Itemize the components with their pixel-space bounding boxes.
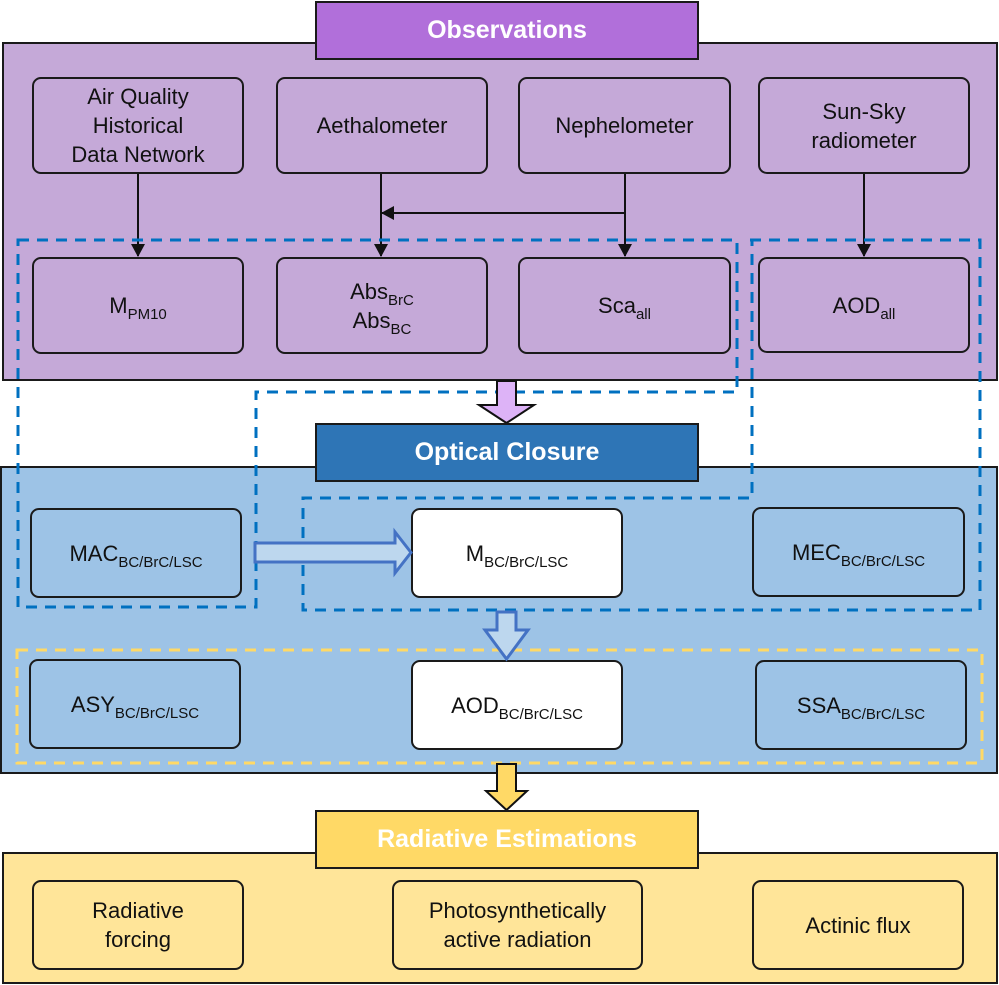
aethalometer-box: Aethalometer (276, 77, 488, 174)
box-label: MACBC/BrC/LSC (69, 540, 203, 571)
box-label-line: AbsBC (352, 307, 412, 338)
box-label-line: Radiative (92, 898, 184, 923)
box-label: AODall (832, 292, 896, 323)
block-arrow-down-yellow (483, 763, 530, 812)
box-label-line: Photosynthetically (428, 898, 607, 923)
box-label: MECBC/BrC/LSC (791, 539, 926, 570)
aod-all-box: AODall (758, 257, 970, 353)
box-label: SSABC/BrC/LSC (796, 692, 926, 723)
dashed-group-yellow (15, 648, 984, 765)
absorption-box: AbsBrC AbsBC (276, 257, 488, 354)
aod-components-box: AODBC/BrC/LSC (411, 660, 623, 750)
radiative-forcing-box: Radiative forcing (32, 880, 244, 970)
box-label: AODBC/BrC/LSC (451, 692, 583, 723)
block-arrow-right-blue (253, 527, 413, 578)
box-label: Scaall (598, 293, 651, 323)
par-box: Photosynthetically active radiation (392, 880, 643, 970)
mec-box: MECBC/BrC/LSC (752, 507, 965, 597)
box-label: MPM10 (109, 293, 167, 323)
mass-components-box: MBC/BrC/LSC (411, 508, 623, 598)
observations-title: Observations (315, 1, 699, 60)
mass-pm10-box: MPM10 (32, 257, 244, 354)
box-label-line: Aethalometer (316, 113, 448, 138)
scattering-box: Scaall (518, 257, 731, 354)
box-label-line: Sun-Sky (822, 98, 906, 124)
box-label-line: active radiation (443, 927, 592, 952)
nephelometer-box: Nephelometer (518, 77, 731, 174)
dashed-group-left (16, 238, 739, 609)
dashed-group-right (301, 238, 982, 612)
box-label-line: Historical (92, 113, 184, 138)
ssa-box: SSABC/BrC/LSC (755, 660, 967, 750)
sun-sky-radiometer-box: Sun-Sky radiometer (758, 77, 970, 174)
block-arrow-down-purple (475, 380, 538, 425)
optical-closure-title: Optical Closure (315, 423, 699, 482)
mac-box: MACBC/BrC/LSC (30, 508, 242, 598)
box-label-line: AbsBrC (350, 278, 414, 309)
box-label-line: Nephelometer (555, 113, 694, 138)
box-label-line: radiometer (811, 127, 917, 153)
box-label-line: Air Quality (87, 84, 189, 109)
asy-box: ASYBC/BrC/LSC (29, 659, 241, 749)
box-label-line: Actinic flux (805, 912, 911, 938)
air-quality-network-box: Air Quality Historical Data Network (32, 77, 244, 174)
actinic-flux-box: Actinic flux (752, 880, 964, 970)
box-label: MBC/BrC/LSC (465, 540, 569, 571)
block-arrow-down-blue (482, 610, 531, 662)
radiative-estimations-title: Radiative Estimations (315, 810, 699, 869)
box-label-line: Data Network (71, 142, 205, 167)
box-label: ASYBC/BrC/LSC (70, 691, 200, 722)
box-label-line: forcing (104, 927, 172, 952)
